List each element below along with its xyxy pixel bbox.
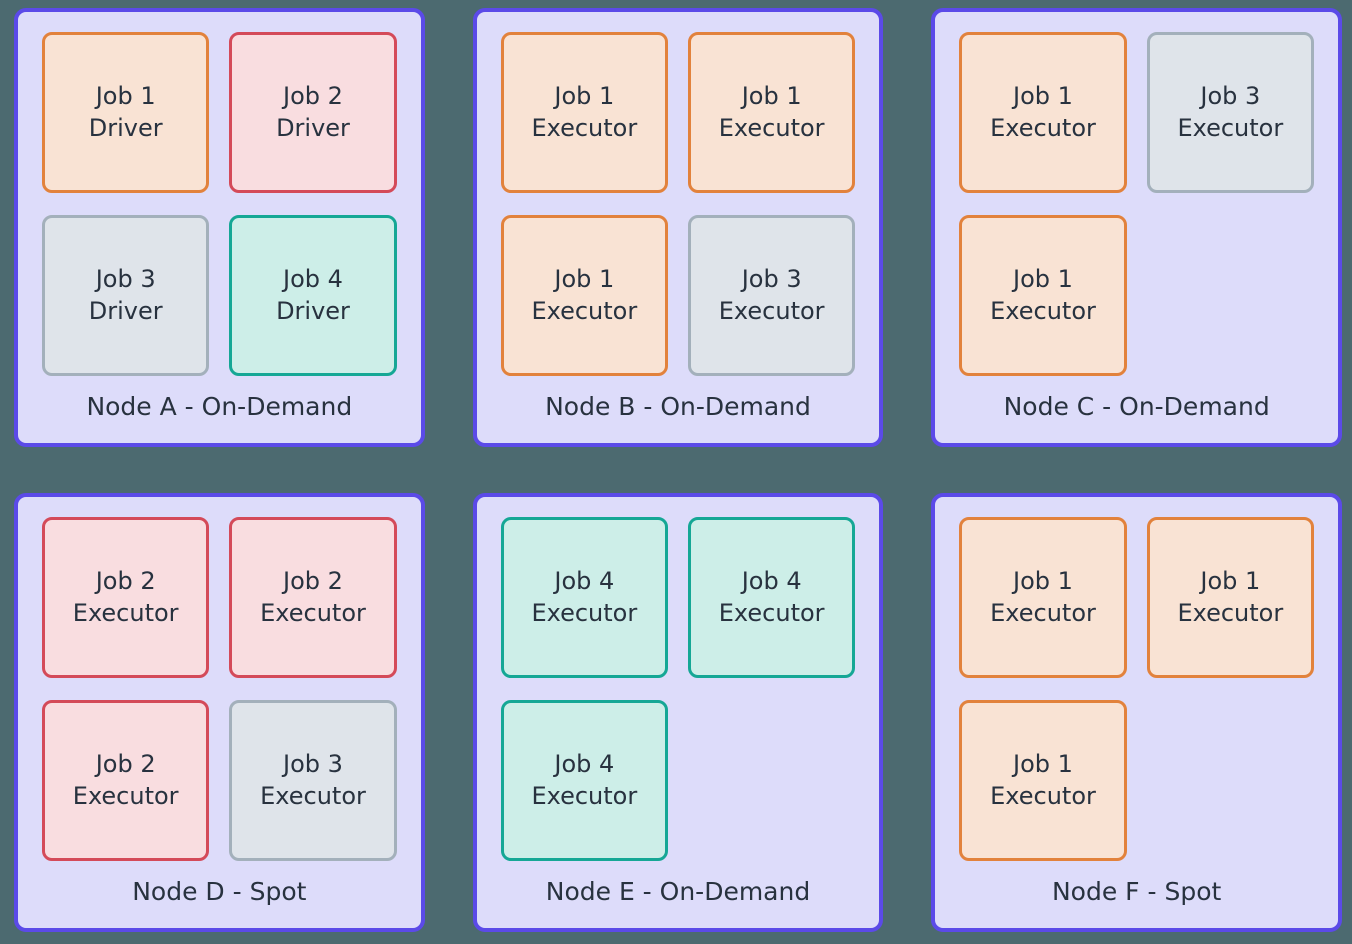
job-role-label: Executor	[72, 598, 179, 627]
job-box[interactable]: Job 2 Executor	[42, 700, 210, 861]
job-role-label: Executor	[718, 296, 825, 325]
job-name-label: Job 4	[554, 566, 615, 595]
job-name-label: Job 4	[283, 264, 343, 293]
job-role-label: Executor	[260, 781, 366, 810]
job-box[interactable]: Job 1 Driver	[42, 32, 210, 193]
job-role-label: Driver	[276, 296, 350, 325]
job-name-label: Job 3	[283, 749, 343, 778]
job-box[interactable]: Job 3 Executor	[1146, 32, 1314, 193]
job-role-label: Executor	[72, 781, 179, 810]
job-box[interactable]: Job 2 Driver	[229, 32, 397, 193]
job-role-label: Driver	[276, 113, 350, 142]
job-name-label: Job 3	[741, 264, 802, 293]
empty-slot	[688, 700, 855, 861]
job-box[interactable]: Job 4 Executor	[500, 517, 668, 678]
job-role-label: Driver	[88, 113, 163, 142]
job-name-label: Job 1	[1013, 81, 1073, 110]
job-box[interactable]: Job 2 Executor	[42, 517, 210, 678]
job-role-label: Executor	[718, 598, 825, 627]
job-box[interactable]: Job 4 Driver	[229, 215, 397, 376]
job-role-label: Driver	[88, 296, 163, 325]
job-box[interactable]: Job 1 Executor	[1146, 517, 1314, 678]
job-name-label: Job 2	[95, 566, 156, 595]
job-box[interactable]: Job 4 Executor	[687, 517, 856, 678]
empty-slot	[1147, 700, 1314, 861]
job-name-label: Job 3	[95, 264, 156, 293]
node-label: Node B - On-Demand	[545, 392, 811, 421]
node-label: Node E - On-Demand	[545, 877, 811, 906]
job-role-label: Executor	[1177, 598, 1284, 627]
job-box[interactable]: Job 1 Executor	[500, 32, 668, 193]
job-name-label: Job 2	[283, 566, 343, 595]
node-label: Node F - Spot	[1051, 877, 1222, 906]
job-role-label: Executor	[531, 113, 638, 142]
job-box[interactable]: Job 1 Executor	[687, 32, 856, 193]
job-role-label: Executor	[531, 598, 638, 627]
job-role-label: Executor	[1177, 113, 1284, 142]
job-name-label: Job 1	[1013, 749, 1073, 778]
job-role-label: Executor	[718, 113, 825, 142]
node-label: Node D - Spot	[132, 877, 307, 906]
job-name-label: Job 1	[1013, 566, 1073, 595]
job-box[interactable]: Job 4 Executor	[500, 700, 668, 861]
job-role-label: Executor	[531, 781, 638, 810]
job-box[interactable]: Job 2 Executor	[229, 517, 397, 678]
job-box[interactable]: Job 1 Executor	[959, 700, 1127, 861]
job-role-label: Executor	[990, 598, 1096, 627]
job-role-label: Executor	[990, 781, 1096, 810]
job-name-label: Job 1	[1013, 264, 1073, 293]
job-box[interactable]: Job 3 Driver	[42, 215, 210, 376]
job-role-label: Executor	[531, 296, 638, 325]
job-name-label: Job 1	[95, 81, 156, 110]
job-name-label: Job 4	[554, 749, 615, 778]
job-name-label: Job 1	[554, 264, 615, 293]
empty-slot	[1147, 215, 1314, 376]
node-label: Node A - On-Demand	[86, 392, 353, 421]
job-box[interactable]: Job 1 Executor	[959, 32, 1127, 193]
job-box[interactable]: Job 1 Executor	[500, 215, 668, 376]
job-name-label: Job 4	[741, 566, 802, 595]
job-name-label: Job 2	[283, 81, 343, 110]
job-role-label: Executor	[260, 598, 366, 627]
job-box[interactable]: Job 3 Executor	[687, 215, 856, 376]
job-role-label: Executor	[990, 296, 1096, 325]
job-name-label: Job 3	[1200, 81, 1261, 110]
job-name-label: Job 1	[554, 81, 615, 110]
job-name-label: Job 2	[95, 749, 156, 778]
job-box[interactable]: Job 3 Executor	[229, 700, 397, 861]
job-box[interactable]: Job 1 Executor	[959, 517, 1127, 678]
job-box[interactable]: Job 1 Executor	[959, 215, 1127, 376]
job-name-label: Job 1	[1200, 566, 1261, 595]
job-name-label: Job 1	[741, 81, 802, 110]
job-role-label: Executor	[990, 113, 1096, 142]
node-label: Node C - On-Demand	[1003, 392, 1270, 421]
